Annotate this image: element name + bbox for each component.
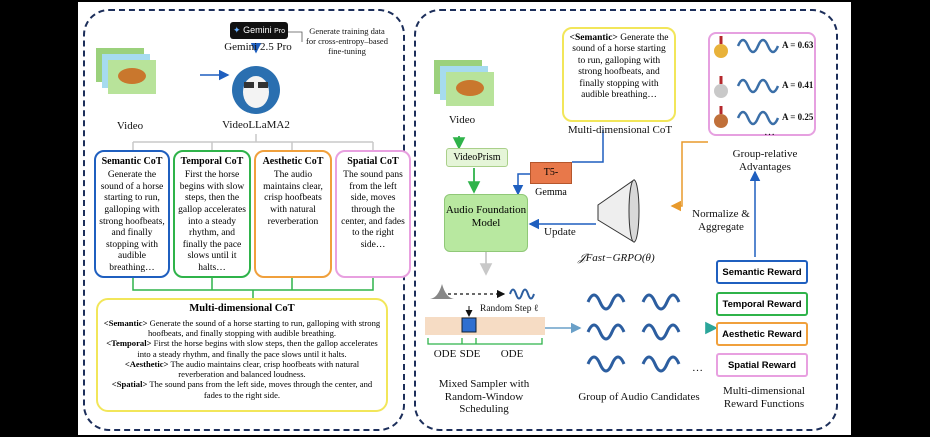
candidates-label: Group of Audio Candidates: [578, 391, 700, 403]
multi-dim-cot-label: Multi-dimensional CoT: [567, 124, 673, 136]
t5-gemma-box: T5-Gemma: [530, 162, 572, 198]
ode-label-1: ODE: [433, 348, 457, 360]
aesthetic-reward-box: Aesthetic Reward: [716, 322, 808, 346]
connector-layer: [96, 31, 780, 373]
aesthetic-cot-title: Aesthetic CoT: [262, 156, 324, 167]
gold-medal-icon: [714, 44, 728, 58]
multi-cot-line-semantic: <Semantic> Generate the sound of a horse…: [103, 317, 381, 338]
gemini-label: Gemini 2.5 Pro: [224, 41, 292, 53]
multi-cot-line-temporal: <Temporal> First the horse begins with s…: [106, 338, 378, 359]
small-waveform-icon: [510, 285, 536, 297]
ode-label-2: ODE: [500, 348, 524, 360]
video-label-right: Video: [448, 114, 476, 126]
videollama-label: VideoLLaMA2: [222, 119, 290, 131]
gemini-badge: ✦ Gemini Pro: [230, 22, 288, 39]
noise-peak-icon: [430, 284, 454, 299]
sampler-label: Mixed Sampler with Random-Window Schedul…: [438, 378, 530, 416]
llama-icon: [232, 66, 280, 114]
rewards-label: Multi-dimensional Reward Functions: [723, 385, 805, 410]
multi-cot-box: Multi-dimensional CoT <Semantic> Generat…: [96, 298, 388, 412]
temporal-cot-box: Temporal CoT First the horse begins with…: [173, 150, 251, 278]
gemini-note: Generate training data for cross-entropy…: [306, 26, 388, 56]
horse-video-thumbnail-right: [434, 60, 494, 108]
diagram-canvas: ✦ Gemini Pro Gemini 2.5 Pro Generate tra…: [78, 2, 851, 435]
gemini-icon: ✦: [233, 25, 241, 35]
gemini-tier: Pro: [274, 28, 285, 35]
semantic-cot-box: Semantic CoT Generate the sound of a hor…: [94, 150, 170, 278]
sampler-bar: [425, 317, 545, 335]
sde-window-marker: [462, 318, 476, 332]
silver-medal-icon: [714, 84, 728, 98]
spatial-reward-box: Spatial Reward: [716, 353, 808, 377]
spatial-cot-title: Spatial CoT: [347, 156, 399, 167]
advantage-value-3: A = 0.25: [782, 112, 814, 122]
spatial-cot-text: The sound pans from the left side, moves…: [341, 170, 405, 250]
multi-cot-line-aesthetic: <Aesthetic> The audio maintains clear, c…: [124, 358, 360, 380]
audio-candidates-group: [584, 286, 704, 368]
normalize-label: Normalize & Aggregate: [692, 208, 750, 233]
videoprism-box: VideoPrism: [446, 148, 508, 167]
audio-foundation-model-box: Audio Foundation Model: [444, 194, 528, 252]
multi-cot-title: Multi-dimensional CoT: [189, 303, 295, 314]
advantages-box: [708, 32, 816, 136]
advantage-value-1: A = 0.63: [782, 40, 814, 50]
semantic-reward-box: Semantic Reward: [716, 260, 808, 284]
funnel-icon: [596, 180, 640, 242]
horse-video-thumbnail: [96, 48, 156, 96]
gemini-brand: Gemini: [243, 25, 272, 35]
semantic-cot-title: Semantic CoT: [101, 156, 163, 167]
bronze-medal-icon: [714, 114, 728, 128]
semantic-cot-text: Generate the sound of a horse starting t…: [99, 170, 165, 273]
advantage-value-2: A = 0.41: [782, 80, 814, 90]
spatial-cot-box: Spatial CoT The sound pans from the left…: [335, 150, 411, 278]
advantages-label: Group-relative Advantages: [732, 148, 798, 173]
advantage-ellipsis: …: [764, 126, 775, 138]
temporal-reward-box: Temporal Reward: [716, 292, 808, 316]
update-label: Update: [544, 226, 576, 238]
objective-label: 𝒥Fast−GRPO(θ): [578, 252, 655, 264]
semantic-cot-prompt-box: <Semantic> Generate the sound of a horse…: [562, 27, 676, 122]
temporal-cot-text: First the horse begins with slow steps, …: [178, 170, 246, 273]
candidates-ellipsis: …: [692, 362, 703, 374]
aesthetic-cot-box: Aesthetic CoT The audio maintains clear,…: [254, 150, 332, 278]
multi-cot-line-spatial: <Spatial> The sound pans from the left s…: [111, 379, 373, 400]
aesthetic-cot-text: The audio maintains clear, crisp hoofbea…: [263, 170, 323, 227]
video-label-left: Video: [116, 120, 144, 132]
sde-label: SDE: [459, 348, 481, 360]
temporal-cot-title: Temporal CoT: [180, 156, 244, 167]
random-step-label: Random Step ℓ: [480, 304, 539, 314]
right-panel: [414, 9, 838, 431]
